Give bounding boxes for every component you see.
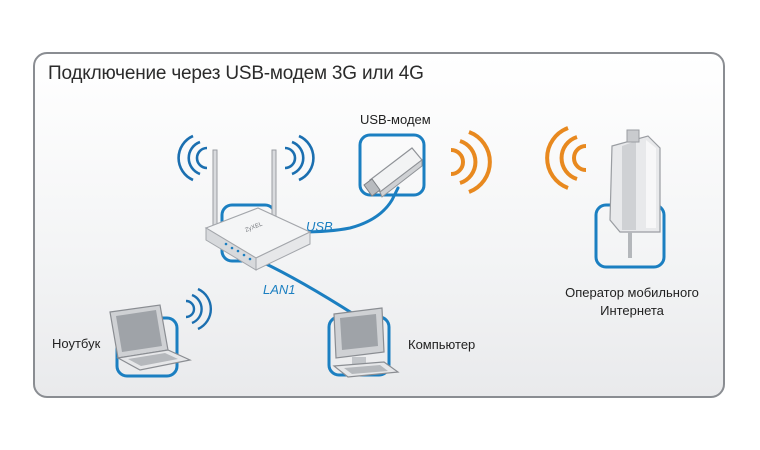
connections [260, 186, 400, 317]
router-icon: ZyXEL [204, 149, 312, 271]
operator-label: Оператор мобильного Интернета [552, 284, 712, 320]
usb-modem-label: USB-модем [360, 112, 431, 127]
diagram-title: Подключение через USB-модем 3G или 4G [48, 63, 424, 84]
usb-link [273, 186, 400, 234]
operator-label-line2: Интернета [600, 303, 664, 318]
usb-modem-icon [363, 147, 423, 198]
operator-signal-icon [545, 126, 587, 190]
modem-highlight [358, 133, 426, 197]
lan1-link [260, 260, 357, 317]
computer-label: Компьютер [408, 337, 476, 352]
router-wifi-right-icon [284, 134, 315, 182]
laptop-icon [109, 304, 192, 371]
operator-label-line1: Оператор мобильного [565, 285, 699, 300]
modem-signal-icon [450, 130, 492, 194]
laptop-wifi-icon [185, 287, 212, 331]
router-wifi-left-icon [177, 134, 208, 182]
laptop-label: Ноутбук [52, 336, 101, 351]
usb-link-label: USB [306, 219, 333, 234]
computer-icon [332, 307, 400, 378]
lan1-link-label: LAN1 [263, 282, 296, 297]
cell-tower-icon [609, 129, 661, 258]
